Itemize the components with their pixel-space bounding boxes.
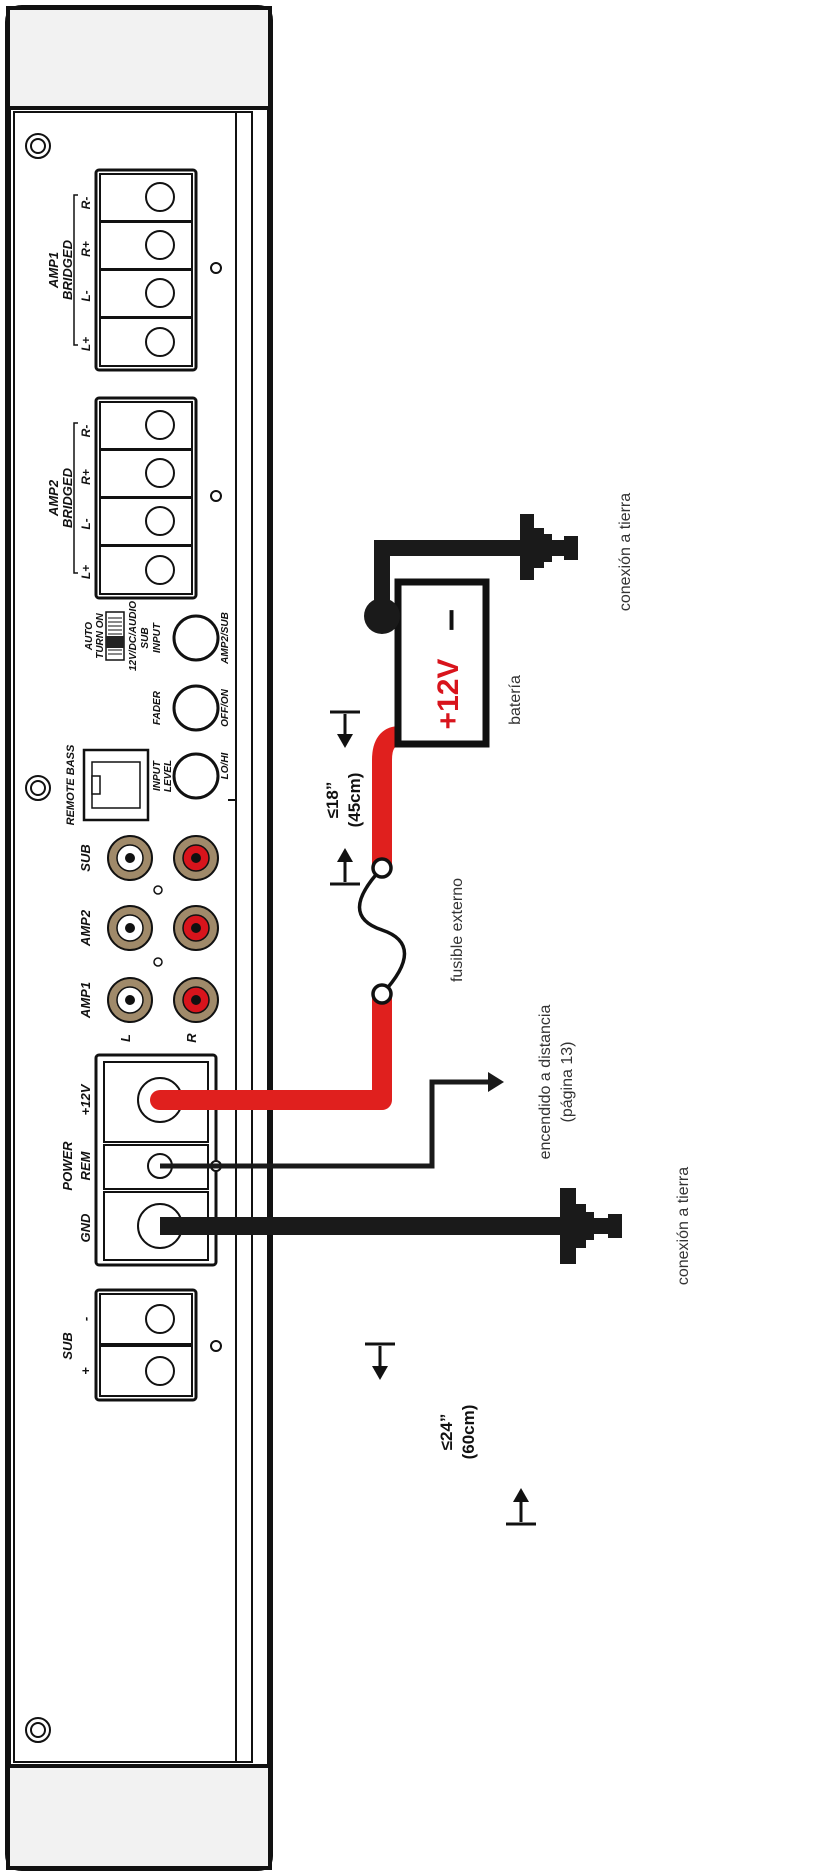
- off-on-label: OFF/ON: [220, 688, 231, 727]
- input-level-knob[interactable]: [172, 752, 220, 800]
- indicator-dot: [210, 490, 222, 502]
- remote-turn-on-page-label: (página 13): [559, 1042, 576, 1123]
- indicator-dot: [210, 262, 222, 274]
- battery-ground-wire: [374, 540, 530, 612]
- r-minus-label: R-: [79, 425, 93, 438]
- screw-terminal[interactable]: [145, 1304, 175, 1334]
- fuse-distance-metric: (45cm): [345, 773, 364, 828]
- sub-minus-label: -: [78, 1317, 93, 1321]
- amp1-label: AMP1: [46, 252, 61, 289]
- screw-terminal[interactable]: [145, 506, 175, 536]
- auto-turn-on-switch[interactable]: [105, 611, 125, 661]
- rca-jack-amp1-l[interactable]: [107, 977, 153, 1023]
- remote-turn-on-label: encendido a distancia: [537, 1005, 554, 1160]
- power-terminal-block: POWER +12V REM GND: [60, 1053, 222, 1267]
- r-minus-label: R-: [79, 197, 93, 210]
- remote-turn-on-wire: [160, 1079, 490, 1169]
- remote-bass-label: REMOTE BASS: [65, 744, 77, 825]
- rca-jack-sub-l[interactable]: [107, 835, 153, 881]
- screw-terminal[interactable]: [145, 230, 175, 260]
- amp2-speaker-terminal-block: AMP2 BRIDGED R- R+ L- L+: [46, 396, 222, 600]
- bridged-label: BRIDGED: [60, 239, 75, 300]
- sub-input-label-2: INPUT: [152, 622, 163, 653]
- rem-label: REM: [78, 1150, 93, 1180]
- ground-distance-value: ≤24”: [437, 1414, 456, 1451]
- ground-connection-bottom-label: conexión a tierra: [675, 1167, 692, 1285]
- l-plus-label: L+: [79, 565, 93, 579]
- sub-input-knob[interactable]: [172, 614, 220, 662]
- remote-bass-port[interactable]: [82, 748, 150, 822]
- indicator-dot: [153, 885, 163, 895]
- l-plus-label: L+: [79, 337, 93, 351]
- controls-section: AUTO TURN ON 12V/DC/AUDIO SUB INPUT AMP2…: [65, 601, 237, 825]
- screw-terminal[interactable]: [145, 182, 175, 212]
- rca-jack-amp2-r[interactable]: [173, 905, 219, 951]
- screw-terminal[interactable]: [145, 1356, 175, 1386]
- screw-terminal[interactable]: [145, 327, 175, 357]
- sub-input-label-1: SUB: [140, 627, 151, 648]
- amp1-bracket: [73, 194, 78, 346]
- r-plus-label: R+: [79, 241, 93, 257]
- sub-speaker-terminal-block: SUB - +: [60, 1288, 222, 1402]
- rca-inputs: SUB AMP2 AMP1 L R: [78, 835, 219, 1043]
- remote-wire-arrowhead: [488, 1072, 504, 1092]
- power-title-label: POWER: [60, 1141, 75, 1191]
- ground-connection-top-label: conexión a tierra: [617, 493, 634, 611]
- indicator-dot: [153, 957, 163, 967]
- amp2-sub-label: AMP2/SUB: [220, 612, 231, 665]
- rca-amp2-label: AMP2: [78, 909, 93, 947]
- rca-sub-label: SUB: [78, 844, 93, 871]
- screw-terminal[interactable]: [145, 555, 175, 585]
- ground-distance-dimension: [365, 1342, 536, 1526]
- rca-jack-sub-r[interactable]: [173, 835, 219, 881]
- heatsink-cap-top: [6, 6, 272, 110]
- ground-post-bottom-icon: [560, 1188, 622, 1264]
- gnd-label: GND: [78, 1213, 93, 1243]
- r-plus-label: R+: [79, 469, 93, 485]
- screw-terminal[interactable]: [145, 278, 175, 308]
- amp1-speaker-terminal-block: AMP1 BRIDGED R- R+ L- L+: [46, 168, 222, 372]
- battery: +12V –: [394, 578, 490, 748]
- indicator-dot: [210, 1340, 222, 1352]
- sub-terminal-label: SUB: [60, 1332, 75, 1359]
- battery-positive-label: +12V: [432, 659, 465, 730]
- heatsink-cap-bottom: [6, 1764, 272, 1870]
- level-range-icon: [228, 799, 237, 822]
- battery-label: batería: [507, 675, 524, 725]
- battery-terminal-negative: [364, 598, 400, 634]
- rca-jack-amp1-r[interactable]: [173, 977, 219, 1023]
- ground-post-top-icon: [520, 514, 578, 580]
- rca-l-label: L: [118, 1034, 133, 1042]
- bridged-label: BRIDGED: [60, 467, 75, 528]
- battery-body: [394, 578, 490, 748]
- sub-plus-label: +: [78, 1367, 93, 1375]
- rca-r-label: R: [184, 1033, 199, 1043]
- ground-distance-metric: (60cm): [459, 1405, 478, 1460]
- plus-12v-label: +12V: [78, 1083, 93, 1115]
- screw-terminal[interactable]: [145, 410, 175, 440]
- 12v-dc-audio-label: 12V/DC/AUDIO: [128, 601, 139, 671]
- mounting-screws: [25, 133, 51, 1743]
- l-minus-label: L-: [79, 518, 93, 529]
- amp2-label: AMP2: [46, 479, 61, 517]
- input-level-label-2: LEVEL: [163, 760, 174, 792]
- auto-label: AUTO: [84, 622, 95, 651]
- fader-knob[interactable]: [172, 684, 220, 732]
- rca-amp1-label: AMP1: [78, 982, 93, 1019]
- fuse-distance-value: ≤18”: [323, 782, 342, 819]
- turn-on-label: TURN ON: [95, 612, 106, 658]
- fuse-distance-dimension: [330, 710, 360, 886]
- rca-jack-amp2-l[interactable]: [107, 905, 153, 951]
- fader-label: FADER: [152, 690, 163, 725]
- screw-terminal[interactable]: [145, 458, 175, 488]
- lo-hi-label: LO/HI: [220, 752, 231, 779]
- input-level-label-1: INPUT: [152, 760, 163, 791]
- external-fuse-icon: [357, 857, 407, 1005]
- battery-negative-label: –: [427, 609, 471, 631]
- l-minus-label: L-: [79, 290, 93, 301]
- external-fuse-label: fusible externo: [449, 878, 466, 982]
